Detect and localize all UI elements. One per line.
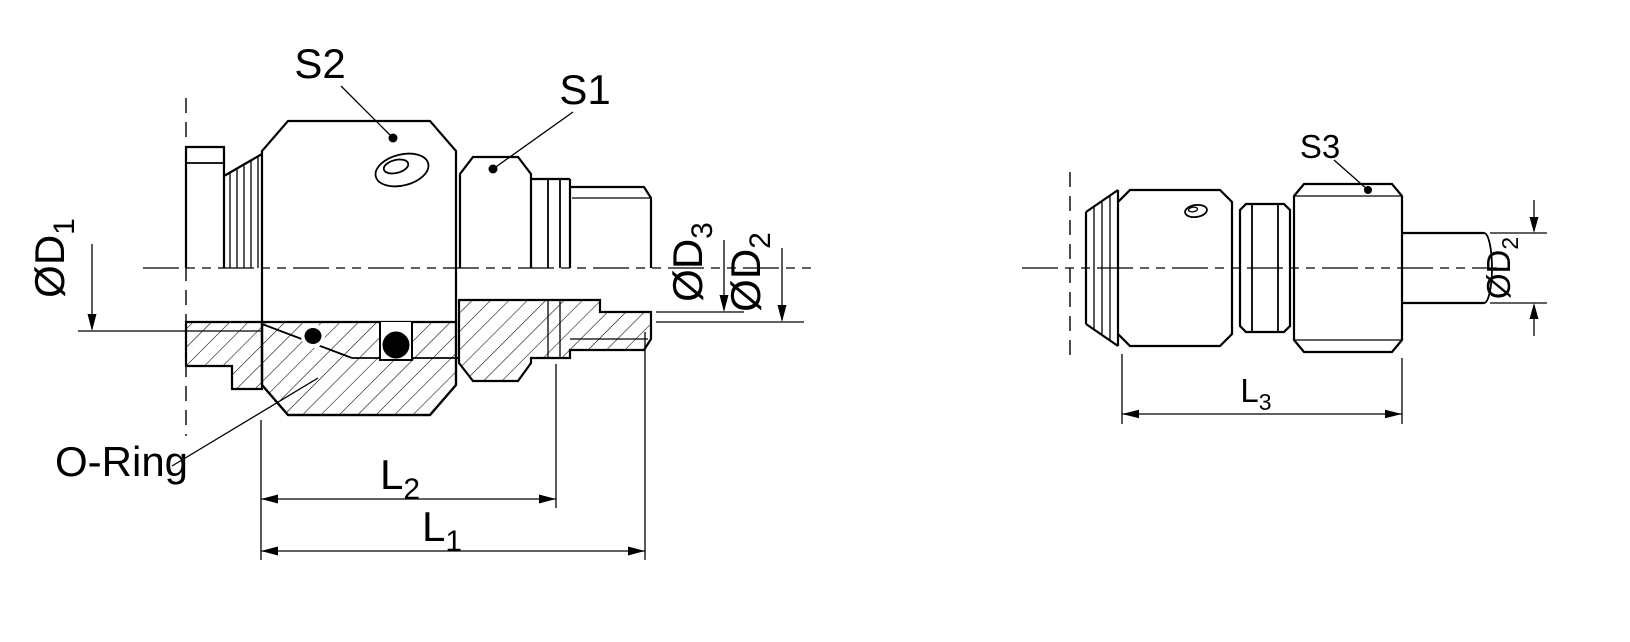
flange-section: [184, 320, 264, 391]
l3-extension-lines: [1121, 354, 1403, 424]
l2-arrowhead-left: [261, 494, 278, 504]
right-axis-lines: [1022, 172, 1497, 362]
nut-outline: [1116, 188, 1234, 348]
collar-lines-top: [547, 179, 561, 268]
label-s1: S1: [559, 66, 610, 113]
label-o-ring: O-Ring: [55, 438, 188, 485]
l1-arrowhead-right: [628, 546, 645, 556]
o-ring-section: [382, 331, 410, 359]
label-s2: S2: [294, 40, 345, 87]
nut-face-ellipse-inner: [1187, 206, 1199, 213]
hex-s2-bottom: [260, 268, 458, 417]
tube-outline: [1402, 231, 1484, 305]
right-fitting-outline: [1084, 182, 1493, 354]
s1-leader-line: [492, 111, 574, 170]
hex-chamfer-lines: [1294, 195, 1402, 341]
hex-s2-top: [260, 119, 458, 268]
label-s3: S3: [1300, 128, 1340, 165]
dim-label-l2: L2: [380, 451, 420, 506]
s2-leader-line: [340, 85, 394, 139]
l3-arrowhead-left: [1122, 409, 1139, 419]
o-ring-leader-line: [171, 377, 319, 467]
nut-face-ellipse-outer: [1184, 203, 1208, 219]
hex-face-ellipse-outer: [374, 152, 430, 188]
stud-crest-top: [570, 185, 653, 268]
ring-lines: [1251, 204, 1279, 332]
left-fitting-outline: [184, 119, 653, 417]
ring-outline: [1238, 202, 1292, 334]
left-section-details: [261, 300, 648, 361]
dim-label-d3: ØD3: [664, 222, 719, 302]
dim-label-d2: ØD2: [722, 232, 777, 312]
hex-s1-top: [458, 155, 533, 268]
d2-extension-lines: [1490, 232, 1547, 304]
nut-back-cap: [184, 145, 226, 268]
cone-slope: [223, 153, 263, 177]
collar-lines-bottom: [547, 300, 561, 358]
d3-arrowhead: [719, 295, 729, 312]
d1-arrowhead: [87, 314, 97, 331]
left-dimensions: [78, 85, 804, 560]
right-dimensions: [1121, 159, 1547, 424]
serration-lines: [229, 157, 259, 268]
d2-arrowhead-bottom: [1529, 303, 1539, 319]
l3-arrowhead-right: [1385, 409, 1402, 419]
right-view-outline-fitting: S3 ØD2 L3: [1022, 128, 1547, 424]
s2-leader-dot: [388, 133, 398, 143]
seal-ring-section: [304, 328, 322, 344]
dim-label-l3: L3: [1240, 372, 1271, 415]
s3-leader-line: [1333, 159, 1369, 191]
collar-top: [531, 177, 572, 268]
dim-label-l1: L1: [422, 503, 462, 558]
d2-arrowhead-top: [1529, 217, 1539, 233]
stud-section: [457, 298, 653, 383]
d2-arrowhead: [777, 305, 787, 322]
dim-label-d1: ØD1: [26, 218, 81, 298]
s3-leader-dot: [1364, 186, 1372, 194]
tube-end-arc: [1483, 232, 1493, 304]
hex-face-ellipse-inner: [382, 158, 410, 175]
s1-leader-dot: [488, 164, 498, 174]
l1-arrowhead-left: [261, 546, 278, 556]
dim-label-d2-right: ØD2: [1480, 237, 1523, 299]
serration-lines: [1093, 195, 1111, 341]
left-view-sectioned-fitting: S2 S1 O-Ring ØD1 ØD3 ØD2 L2 L1: [26, 40, 812, 560]
l2-arrowhead-right: [539, 494, 556, 504]
